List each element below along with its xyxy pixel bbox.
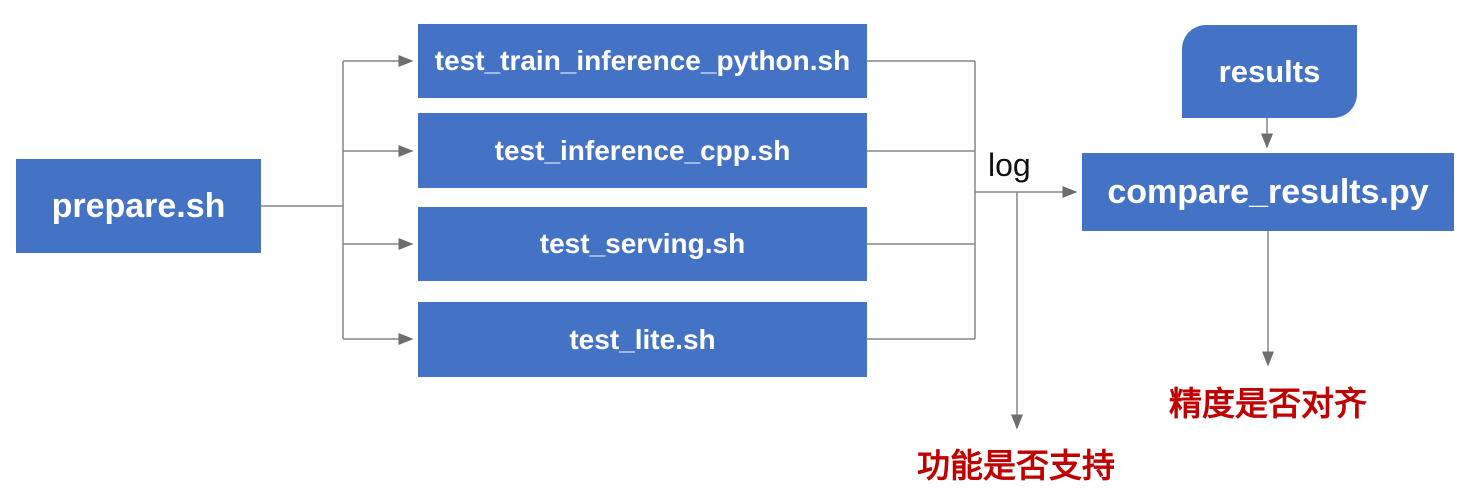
node-label: test_inference_cpp.sh — [494, 134, 791, 166]
node-label: results — [1218, 54, 1321, 89]
node-label: test_lite.sh — [569, 323, 716, 355]
node-label: prepare.sh — [51, 187, 226, 225]
edge-label-log: log — [988, 147, 1031, 183]
annotation-function-support: 功能是否支持 — [917, 447, 1115, 484]
node-results: results — [1182, 25, 1357, 118]
node-label: test_serving.sh — [539, 228, 746, 259]
node-label: compare_results.py — [1107, 173, 1429, 211]
node-test-train-inference-python-sh: test_train_inference_python.sh — [418, 24, 867, 98]
annotation-precision-aligned: 精度是否对齐 — [1169, 385, 1367, 422]
fanout-from-prepare — [261, 55, 414, 345]
node-label: test_train_inference_python.sh — [434, 45, 851, 76]
log-collector-to-compare — [867, 60, 1078, 430]
node-test-lite-sh: test_lite.sh — [418, 302, 867, 377]
node-compare-results-py: compare_results.py — [1082, 153, 1454, 231]
node-test-inference-cpp-sh: test_inference_cpp.sh — [418, 113, 867, 188]
results-and-compare-arrows — [1261, 118, 1274, 367]
node-prepare-sh: prepare.sh — [16, 159, 261, 253]
node-test-serving-sh: test_serving.sh — [418, 207, 867, 281]
